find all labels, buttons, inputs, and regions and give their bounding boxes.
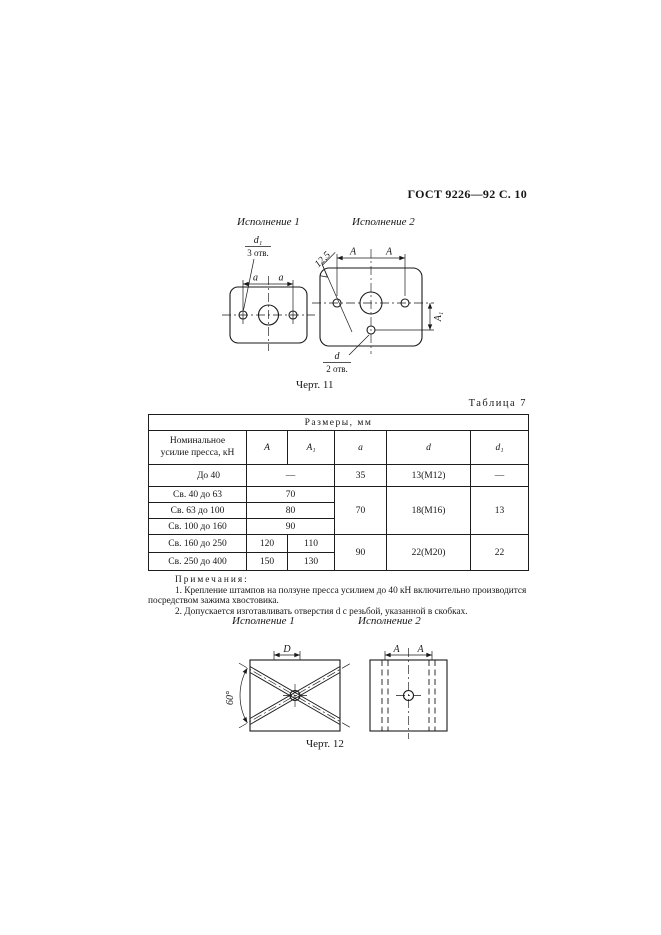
dim-A-label: A [349, 247, 357, 258]
cell-A-A1: 80 [246, 502, 335, 519]
cell-a: 35 [334, 464, 387, 487]
fig12-plate-execution-2: A A [369, 644, 448, 739]
figure-12-drawing: D 60° A A [225, 644, 448, 739]
cell-d: 22(M20) [386, 534, 471, 571]
cell-d: 18(M16) [386, 486, 471, 535]
cell-force: Св. 250 до 400 [148, 552, 247, 571]
table-row: Св. 160 до 250 120 110 90 22(M20) 22 [148, 534, 530, 571]
table-label: Таблица 7 [468, 398, 527, 409]
notes-heading: Примечания: [175, 575, 249, 585]
cell-A: 120 [246, 534, 288, 553]
cell-force: Св. 160 до 250 [148, 534, 247, 553]
cell-d1: — [469, 464, 530, 487]
cell-A-A1: 70 [246, 486, 335, 503]
fig11-execution-2-label: Исполнение 2 [352, 216, 415, 228]
cell-force: До 40 [148, 464, 247, 487]
fig11-plate-execution-2: A A A₁ 12,5 d 2 отв. [312, 247, 444, 374]
dim-a-label: a [279, 273, 284, 284]
dim-A-label: A [392, 644, 400, 655]
notes-section: Примечания: 1. Крепление штампов на полз… [148, 575, 532, 617]
dim-d1-holes-label: 3 отв. [247, 248, 269, 258]
cell-force: Св. 63 до 100 [148, 502, 247, 519]
table-row: Св. 250 до 400 150 130 [148, 552, 529, 571]
table-row: Св. 40 до 63 70 70 18(M16) 13 [148, 486, 530, 535]
figure-11-caption: Черт. 11 [296, 379, 334, 391]
cell-force: Св. 100 до 160 [148, 518, 247, 535]
cell-A: 150 [246, 552, 288, 571]
column-header-A: A [246, 430, 288, 465]
dim-A-label: A [416, 644, 424, 655]
cell-d1: 13 [469, 486, 530, 535]
cell-A-A1: 90 [246, 518, 335, 535]
dimensions-table: Размеры, мм Номинальное усилие пресса, к… [147, 414, 530, 571]
table-row: До 40 — 35 13(M12) — [148, 464, 530, 487]
dim-A1-label: A₁ [433, 312, 444, 323]
fig11-execution-1-label: Исполнение 1 [237, 216, 300, 228]
dim-A-label: A [385, 247, 393, 258]
column-header-A1: A₁ [287, 430, 335, 465]
dim-a-label: a [253, 273, 258, 284]
column-header-d: d [386, 430, 471, 465]
fig12-execution-2-label: Исполнение 2 [358, 615, 421, 627]
fig12-plate-execution-1: D 60° [225, 644, 352, 732]
column-header-d1: d₁ [469, 430, 530, 465]
cell-A1: 110 [287, 534, 335, 553]
fig12-execution-1-label: Исполнение 1 [232, 615, 295, 627]
dim-d-label: d [335, 351, 341, 362]
dim-D-label: D [282, 644, 291, 655]
cell-A-A1: — [246, 464, 335, 487]
column-header-a: a [334, 430, 387, 465]
dim-d-holes-label: 2 отв. [326, 364, 348, 374]
cell-force: Св. 40 до 63 [148, 486, 247, 503]
cell-a: 70 [334, 486, 387, 535]
column-header-force: Номинальное усилие пресса, кН [148, 430, 247, 465]
figure-11-drawing: a a d₁ 3 отв. A A A₁ 12,5 [222, 235, 444, 374]
note-1: 1. Крепление штампов на ползуне пресса у… [148, 585, 527, 607]
angle-60-label: 60° [225, 691, 236, 705]
page-header: ГОСТ 9226—92 С. 10 [407, 187, 527, 201]
table-title: Размеры, мм [147, 414, 530, 431]
figure-12-caption: Черт. 12 [306, 738, 344, 750]
cell-d: 13(M12) [386, 464, 471, 487]
cell-a: 90 [334, 534, 387, 571]
cell-d1: 22 [469, 534, 530, 571]
dim-d1-label: d₁ [254, 235, 262, 246]
cell-A1: 130 [287, 552, 335, 571]
fig11-plate-execution-1: a a d₁ 3 отв. [222, 235, 315, 351]
note-2: 2. Допускается изготавливать отверстия d… [175, 606, 468, 617]
